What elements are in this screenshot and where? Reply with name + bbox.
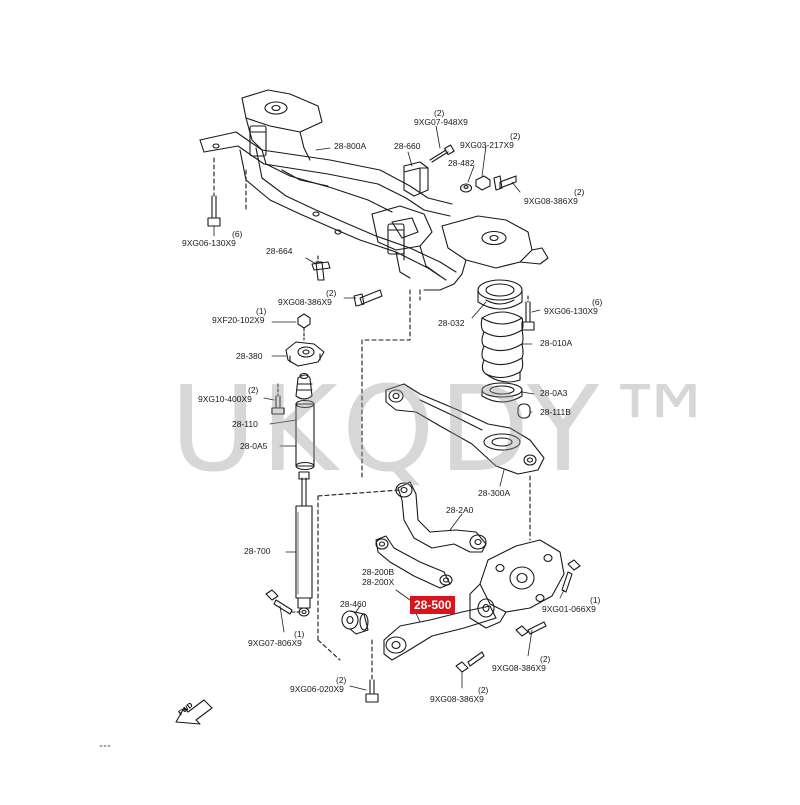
- label-28-0a3: 28-0A3: [540, 388, 568, 398]
- lower-arm-28-300a: [385, 383, 545, 475]
- bolt-9xg10: [271, 383, 285, 415]
- label-28-2a0: 28-2A0: [446, 505, 474, 515]
- label-9xg03: 9XG03-217X9: [460, 140, 514, 150]
- callout-28-500[interactable]: 28-500: [410, 596, 456, 614]
- qty-9xg08a: (2): [574, 187, 585, 197]
- qty-9xg08d: (2): [478, 685, 489, 695]
- spring-seat-28-032: [477, 279, 523, 310]
- dust-boot-28-0a5: [295, 399, 315, 471]
- bolt-9xg06b: [521, 295, 535, 331]
- label-28-032: 28-032: [438, 318, 465, 328]
- knuckle: [469, 539, 565, 629]
- label-9xg06c: 9XG06-020X9: [290, 684, 344, 694]
- bolt-9xg01: [561, 559, 581, 593]
- label-9xg06b: 9XG06-130X9: [544, 306, 598, 316]
- lower-link: [383, 605, 497, 661]
- coil-spring-28-010a: [480, 311, 524, 383]
- label-28-664: 28-664: [266, 246, 293, 256]
- label-28-700: 28-700: [244, 546, 271, 556]
- label-9xg07: 9XG07-948X9: [414, 117, 468, 127]
- label-9xg08c: 9XG08-386X9: [492, 663, 546, 673]
- qty-9xg10: (2): [248, 385, 259, 395]
- qty-9xg07: (2): [434, 108, 445, 118]
- qty-9xg06b: (6): [592, 297, 603, 307]
- bolt-9xg06a: [207, 157, 221, 227]
- label-28-200x: 28-200X: [362, 577, 395, 587]
- bolt-9xg06c: [365, 639, 379, 703]
- label-28-200b: 28-200B: [362, 567, 395, 577]
- label-9xg01: 9XG01-066X9: [542, 604, 596, 614]
- label-28-110: 28-110: [232, 419, 258, 429]
- label-28-460: 28-460: [340, 599, 367, 609]
- qty-9xg06a: (6): [232, 229, 243, 239]
- label-28-380: 28-380: [236, 351, 263, 361]
- label-9xg08a: 9XG08-386X9: [524, 196, 578, 206]
- label-9xf20: 9XF20-102X9: [212, 315, 265, 325]
- bolt-9xg07: [429, 144, 455, 163]
- subframe: [199, 89, 549, 291]
- qty-9xg08c: (2): [540, 654, 551, 664]
- label-9xg06a: 9XG06-130X9: [182, 238, 236, 248]
- bracket-28-660: [403, 161, 429, 197]
- label-9xg07b: 9XG07-806X9: [248, 638, 302, 648]
- qty-9xf20: (1): [256, 306, 267, 316]
- bolt-9xg07b: [265, 589, 301, 615]
- shock-mount-28-380: [285, 341, 325, 367]
- shock-absorber-28-700: [295, 471, 313, 617]
- label-9xg08d: 9XG08-386X9: [430, 694, 484, 704]
- label-28-800a: 28-800A: [334, 141, 367, 151]
- fwd-arrow-icon: [175, 699, 213, 725]
- bump-stop-28-110: [295, 372, 313, 400]
- upper-arm-28-2a0: [395, 481, 487, 553]
- label-9xg08b: 9XG08-386X9: [278, 297, 332, 307]
- bolt-9xg08d: [455, 651, 485, 673]
- label-28-660: 28-660: [394, 141, 421, 151]
- label-9xg10: 9XG10-400X9: [198, 394, 252, 404]
- label-28-111b: 28-111B: [540, 407, 571, 417]
- bushing-28-460: [341, 610, 369, 635]
- nut-28-482: [459, 183, 473, 193]
- qty-9xg03: (2): [510, 131, 521, 141]
- nut-9xf20: [297, 313, 311, 329]
- qty-9xg07b: (1): [294, 629, 305, 639]
- label-28-0a5: 28-0A5: [240, 441, 268, 451]
- label-28-300a: 28-300A: [478, 488, 511, 498]
- bolt-9xg08a: [493, 175, 517, 191]
- qty-9xg08b: (2): [326, 288, 337, 298]
- bolt-9xg08c: [515, 621, 547, 637]
- nut-9xg03: [475, 175, 491, 191]
- bump-28-111b: [517, 403, 531, 419]
- qty-9xg01: (1): [590, 595, 601, 605]
- qty-9xg06c: (2): [336, 675, 347, 685]
- bolt-28-664: [311, 255, 331, 281]
- label-28-010a: 28-010A: [540, 338, 573, 348]
- trailing-arm-28-200b: [375, 535, 453, 589]
- lower-spring-seat-28-0a3: [481, 382, 523, 403]
- bolt-9xg08b: [353, 289, 383, 307]
- label-28-482: 28-482: [448, 158, 475, 168]
